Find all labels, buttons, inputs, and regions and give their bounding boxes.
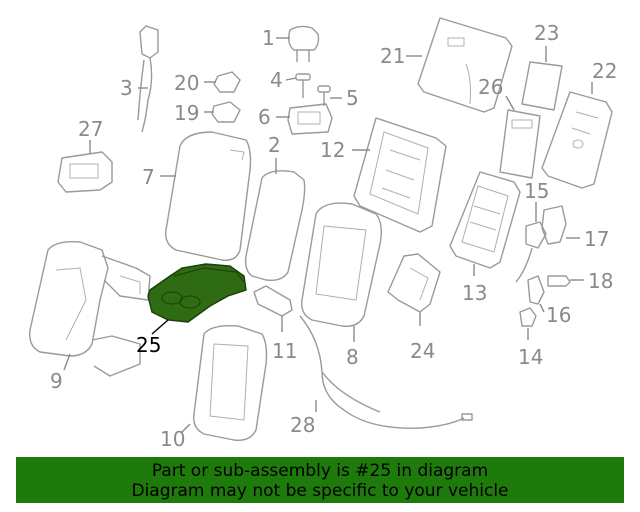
part-4-guide-sleeve: 4 bbox=[270, 68, 311, 98]
part-17-cover: 17 bbox=[541, 205, 609, 251]
callout-27: 27 bbox=[78, 117, 103, 141]
part-26-panel: 26 bbox=[478, 75, 541, 179]
callout-19: 19 bbox=[174, 101, 199, 125]
callout-10: 10 bbox=[160, 427, 185, 451]
part-5-guide-sleeve: 5 bbox=[317, 85, 359, 110]
part-12-frame: 12 bbox=[320, 117, 447, 233]
callout-9: 9 bbox=[50, 369, 63, 393]
part-18-pin: 18 bbox=[547, 269, 613, 293]
part-6-latch-bracket: 6 bbox=[258, 103, 333, 135]
highlighted-part-shape bbox=[147, 263, 247, 323]
part-info-banner: Part or sub-assembly is #25 in diagram D… bbox=[16, 457, 624, 503]
callout-20: 20 bbox=[174, 71, 199, 95]
callout-24: 24 bbox=[410, 339, 435, 363]
part-24-bracket: 24 bbox=[387, 253, 441, 363]
callout-15: 15 bbox=[524, 179, 549, 203]
callout-2: 2 bbox=[268, 133, 281, 157]
part-7-backrest-panel: 7 bbox=[142, 131, 252, 261]
callout-16: 16 bbox=[546, 303, 571, 327]
part-10-backrest: 10 bbox=[160, 324, 268, 451]
part-23-panel: 23 bbox=[521, 21, 563, 111]
part-3-belt-buckle: 3 bbox=[120, 25, 159, 133]
part-1-headrest: 1 bbox=[262, 25, 320, 62]
callout-14: 14 bbox=[518, 345, 543, 369]
part-14-latch: 14 bbox=[518, 307, 543, 369]
callout-13: 13 bbox=[462, 281, 487, 305]
part-15-latch: 15 bbox=[515, 179, 549, 283]
part-8-seat-back: 8 bbox=[301, 202, 383, 369]
part-27-module: 27 bbox=[57, 117, 113, 193]
callout-23: 23 bbox=[534, 21, 559, 45]
callout-18: 18 bbox=[588, 269, 613, 293]
part-20-clip: 20 bbox=[174, 71, 241, 95]
callout-17: 17 bbox=[584, 227, 609, 251]
callout-21: 21 bbox=[380, 44, 405, 68]
banner-line-1: Part or sub-assembly is #25 in diagram bbox=[151, 461, 489, 481]
callout-1: 1 bbox=[262, 26, 275, 50]
callout-26: 26 bbox=[478, 75, 503, 99]
part-11-trim: 11 bbox=[253, 285, 297, 363]
callout-4: 4 bbox=[270, 68, 283, 92]
callout-8: 8 bbox=[346, 345, 359, 369]
part-25-armrest-highlighted: 25 bbox=[136, 263, 247, 357]
callout-7: 7 bbox=[142, 165, 155, 189]
part-19-clip: 19 bbox=[174, 101, 241, 125]
callout-22: 22 bbox=[592, 59, 617, 83]
part-13-frame: 13 bbox=[449, 171, 521, 305]
parts-diagram: 1 4 5 6 3 20 19 bbox=[29, 17, 617, 451]
callout-28: 28 bbox=[290, 413, 315, 437]
part-2-panel: 2 bbox=[244, 133, 306, 282]
part-16-bracket: 16 bbox=[527, 275, 571, 327]
callout-5: 5 bbox=[346, 86, 359, 110]
part-28-cable: 28 bbox=[290, 315, 473, 437]
part-22-back-panel: 22 bbox=[541, 59, 617, 189]
callout-11: 11 bbox=[272, 339, 297, 363]
callout-25: 25 bbox=[136, 333, 161, 357]
banner-line-2: Diagram may not be specific to your vehi… bbox=[131, 481, 509, 501]
callout-12: 12 bbox=[320, 138, 345, 162]
callout-6: 6 bbox=[258, 105, 271, 129]
part-9-seat-section: 9 bbox=[29, 240, 151, 393]
callout-3: 3 bbox=[120, 76, 133, 100]
part-21-back-panel: 21 bbox=[380, 17, 513, 113]
